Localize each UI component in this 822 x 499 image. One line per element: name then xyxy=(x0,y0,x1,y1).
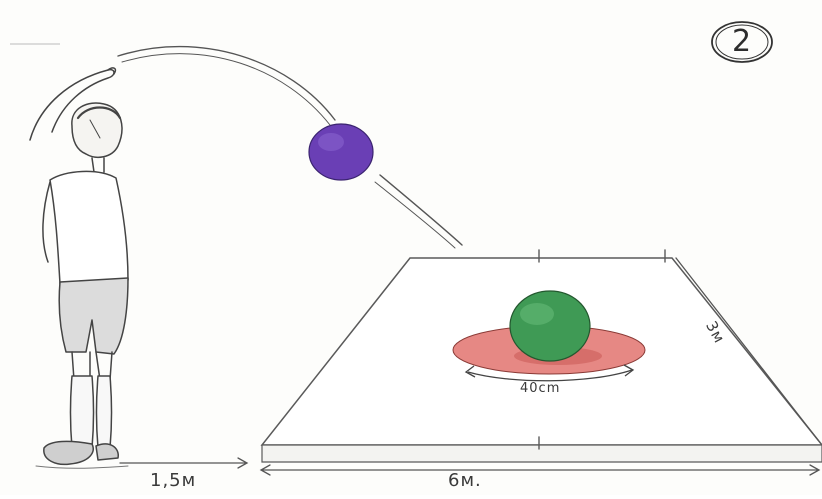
thrown-ball xyxy=(308,123,374,181)
field-length-label: 6м. xyxy=(448,470,482,491)
target-diameter-label: 40cm xyxy=(520,381,561,396)
distance-to-field-label: 1,5м xyxy=(150,470,197,491)
throw-trajectory xyxy=(117,45,463,249)
measurement-arrows xyxy=(119,257,821,476)
badge xyxy=(711,21,773,63)
thrower-figure xyxy=(29,67,129,469)
target xyxy=(452,290,646,382)
step-number-label: 2 xyxy=(731,24,753,59)
